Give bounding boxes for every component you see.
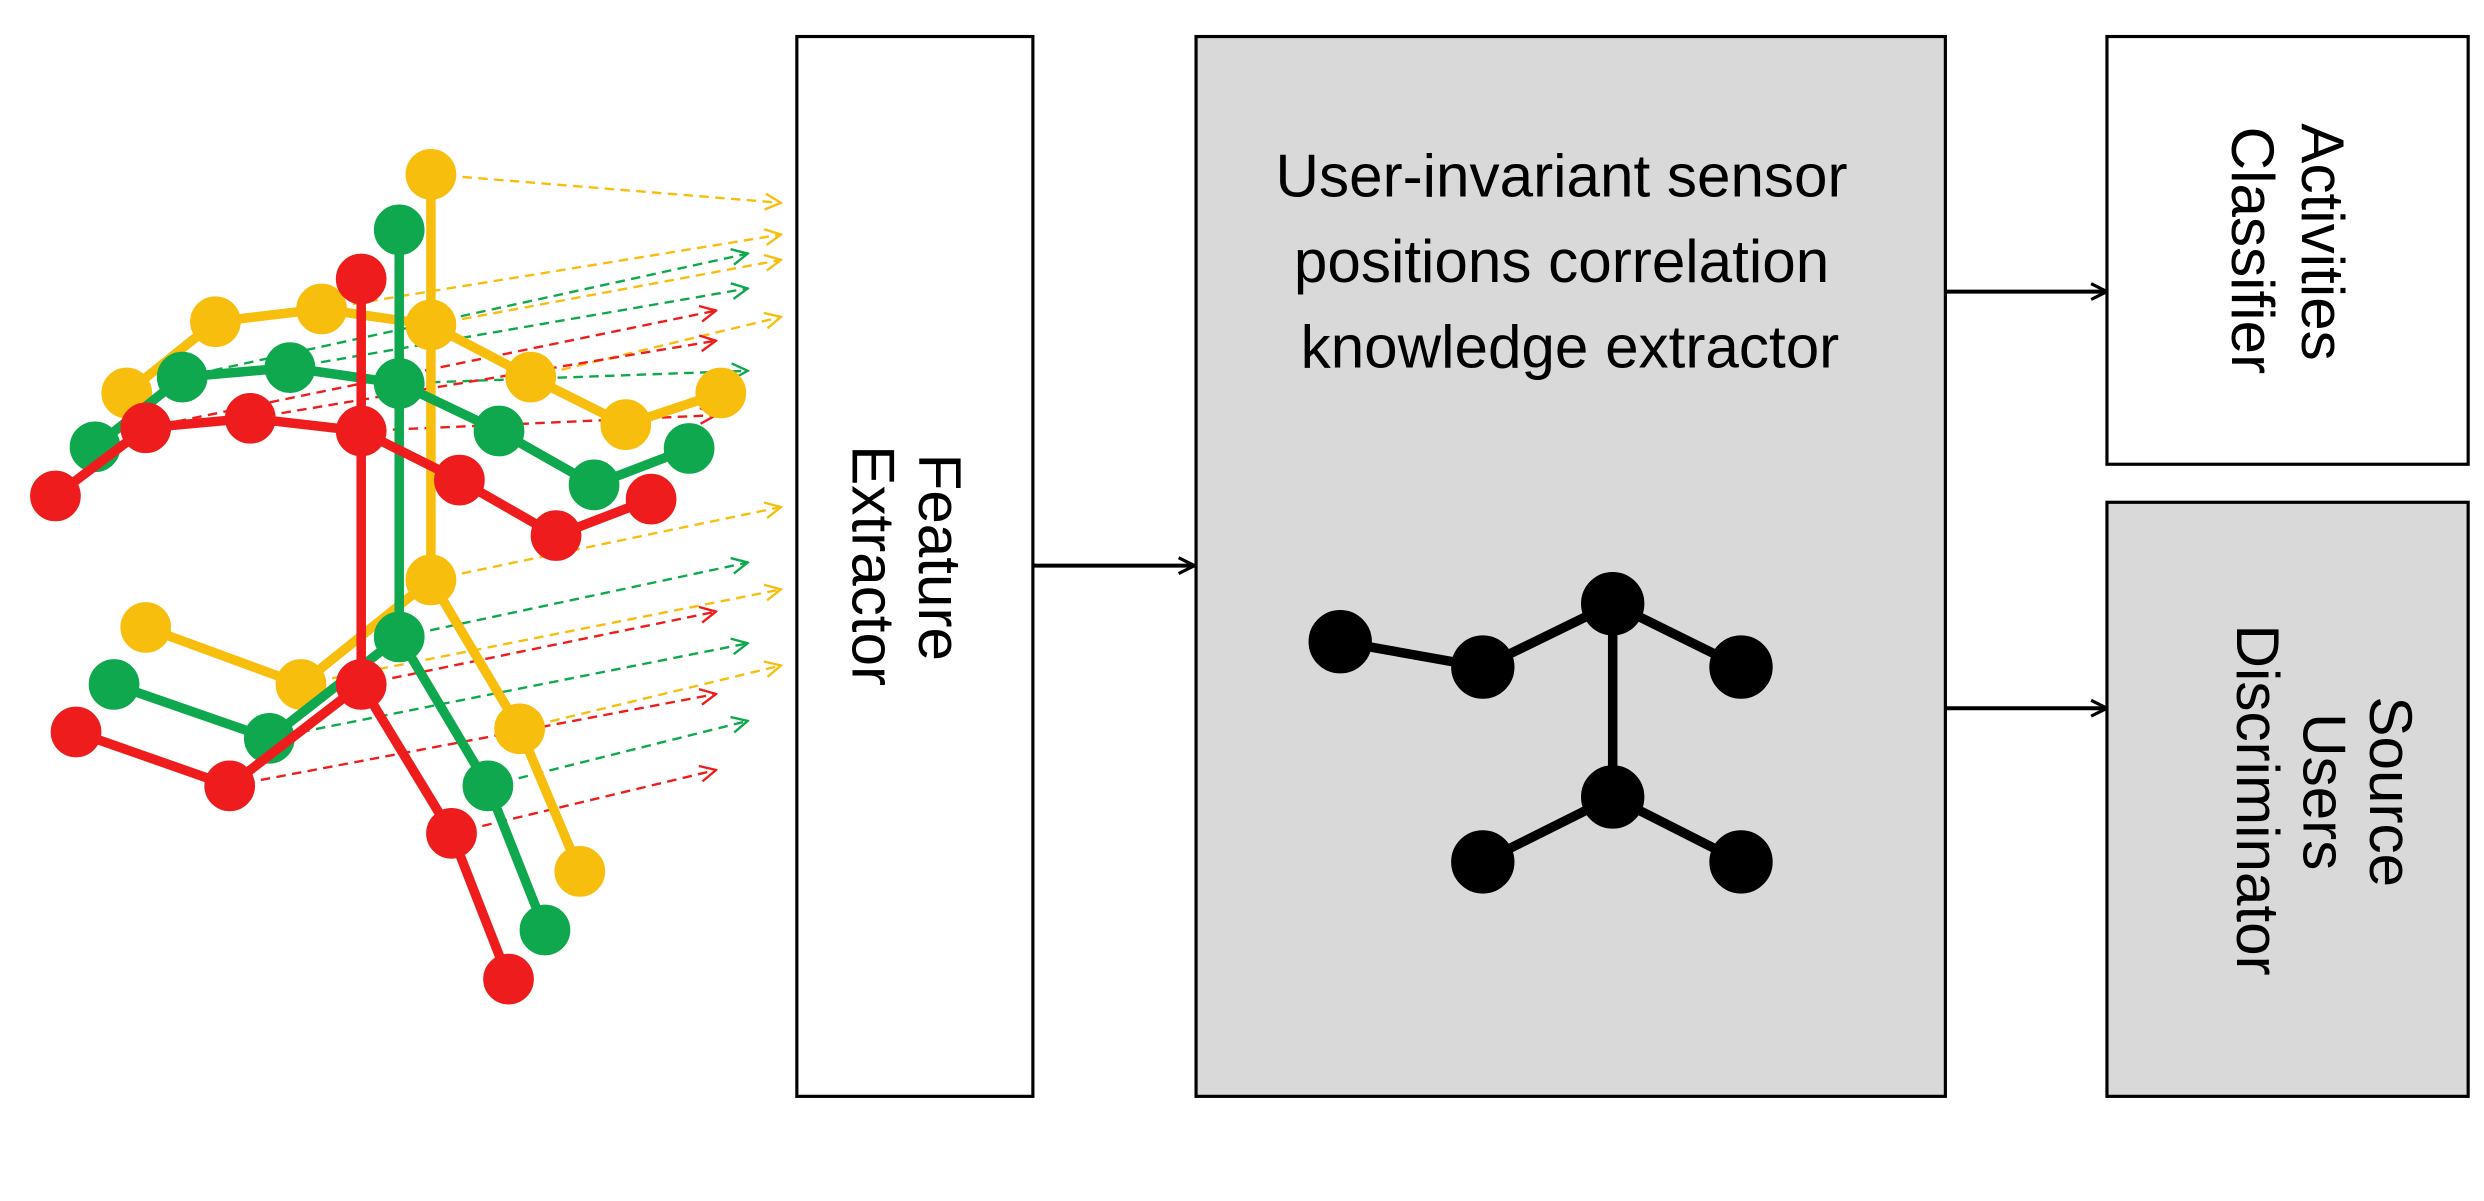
users-discriminator-line-3: Discriminator bbox=[2224, 625, 2291, 976]
correlation-extractor-label: User-invariant sensor positions correlat… bbox=[1276, 143, 1865, 381]
activities-classifier-box: Activities Classifier bbox=[2105, 34, 2470, 466]
feature-extractor-label: Feature Extractor bbox=[839, 445, 973, 686]
activities-classifier-line-2: Classifier bbox=[2219, 127, 2286, 374]
users-discriminator-line-1: Source bbox=[2357, 696, 2424, 887]
stacked-sensor-skeletons-icon bbox=[30, 149, 781, 1005]
projection-arrows bbox=[145, 173, 781, 835]
skeleton-yellow bbox=[101, 149, 747, 897]
activities-classifier-label: Activities Classifier bbox=[2219, 123, 2356, 377]
feature-extractor-box: Feature Extractor bbox=[795, 34, 1035, 1098]
skeleton-red bbox=[30, 253, 677, 1005]
feature-extractor-line-1: Feature bbox=[906, 454, 973, 661]
correlation-extractor-line-2: positions correlation bbox=[1294, 228, 1829, 295]
users-discriminator-line-2: Users bbox=[2290, 713, 2357, 870]
correlation-extractor-box: User-invariant sensor positions correlat… bbox=[1194, 34, 1947, 1098]
feature-extractor-line-2: Extractor bbox=[839, 445, 906, 686]
users-discriminator-box: Source Users Discriminator bbox=[2105, 500, 2470, 1098]
correlation-extractor-line-1: User-invariant sensor bbox=[1276, 143, 1848, 210]
users-discriminator-label: Source Users Discriminator bbox=[2224, 625, 2424, 976]
correlation-extractor-line-3: knowledge extractor bbox=[1301, 314, 1840, 381]
activities-classifier-line-1: Activities bbox=[2289, 123, 2356, 360]
sensor-correlation-graph-icon bbox=[1308, 571, 1773, 894]
